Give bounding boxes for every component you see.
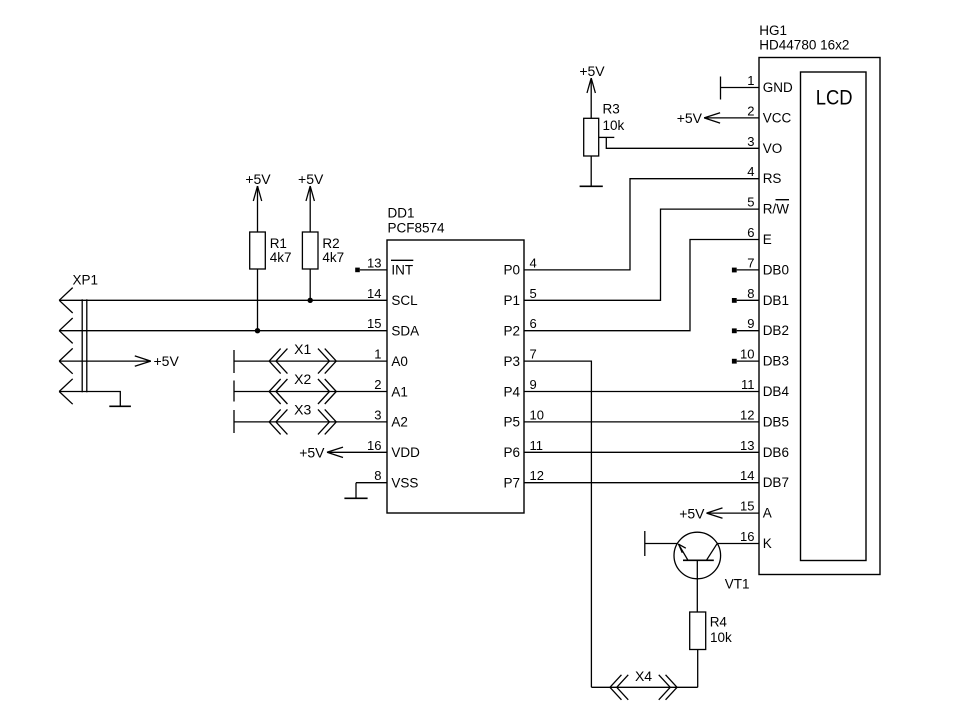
svg-text:DB7: DB7 (763, 475, 789, 490)
svg-text:P3: P3 (503, 354, 520, 369)
svg-text:3: 3 (374, 407, 381, 422)
svg-text:XP1: XP1 (73, 273, 99, 288)
svg-text:8: 8 (747, 286, 754, 301)
svg-text:VCC: VCC (763, 110, 792, 125)
svg-text:X3: X3 (294, 402, 311, 418)
svg-text:X1: X1 (294, 341, 311, 357)
svg-text:A2: A2 (391, 415, 408, 430)
svg-text:DB6: DB6 (763, 445, 789, 460)
svg-text:P0: P0 (503, 263, 520, 278)
svg-text:RS: RS (763, 171, 782, 186)
svg-text:+5V: +5V (299, 445, 325, 461)
svg-text:1: 1 (374, 347, 381, 362)
svg-text:R4: R4 (710, 614, 728, 629)
svg-text:X2: X2 (294, 371, 311, 387)
svg-text:8: 8 (374, 468, 381, 483)
svg-text:DB4: DB4 (763, 384, 790, 399)
svg-text:R/W: R/W (763, 202, 790, 217)
svg-text:10k: 10k (603, 118, 625, 133)
svg-text:VSS: VSS (391, 476, 418, 491)
svg-text:VDD: VDD (391, 445, 420, 460)
svg-text:DB3: DB3 (763, 354, 789, 369)
svg-text:R2: R2 (322, 236, 339, 251)
svg-text:K: K (763, 536, 772, 551)
svg-text:9: 9 (530, 377, 537, 392)
svg-text:R3: R3 (603, 102, 620, 117)
svg-text:A0: A0 (391, 354, 408, 369)
svg-text:+5V: +5V (579, 63, 605, 79)
svg-text:6: 6 (530, 316, 537, 331)
svg-text:11: 11 (530, 438, 544, 453)
svg-text:SDA: SDA (391, 324, 419, 339)
svg-text:6: 6 (747, 225, 754, 240)
svg-text:LCD: LCD (816, 86, 853, 109)
svg-text:4k7: 4k7 (270, 250, 292, 265)
svg-text:1: 1 (747, 73, 754, 88)
svg-text:+5V: +5V (298, 171, 324, 187)
svg-text:15: 15 (740, 499, 754, 514)
svg-text:14: 14 (740, 468, 754, 483)
svg-text:9: 9 (747, 316, 754, 331)
svg-text:13: 13 (367, 255, 381, 270)
svg-text:E: E (763, 232, 772, 247)
svg-text:DB5: DB5 (763, 414, 789, 429)
svg-text:10k: 10k (710, 630, 732, 645)
svg-text:P2: P2 (503, 324, 520, 339)
svg-text:10: 10 (740, 347, 754, 362)
svg-text:13: 13 (740, 438, 754, 453)
svg-text:DD1: DD1 (388, 206, 415, 221)
svg-text:5: 5 (747, 195, 754, 210)
svg-text:HG1: HG1 (759, 23, 787, 38)
svg-text:INT: INT (391, 263, 413, 278)
svg-text:VT1: VT1 (725, 577, 750, 592)
svg-text:P4: P4 (503, 384, 520, 399)
svg-text:+5V: +5V (245, 171, 271, 187)
svg-text:5: 5 (530, 286, 537, 301)
svg-text:P7: P7 (503, 476, 520, 491)
svg-text:2: 2 (374, 377, 381, 392)
svg-text:11: 11 (741, 377, 755, 392)
svg-text:16: 16 (740, 529, 754, 544)
svg-text:7: 7 (530, 347, 537, 362)
svg-text:R1: R1 (270, 236, 287, 251)
svg-text:3: 3 (747, 134, 754, 149)
svg-text:DB0: DB0 (763, 262, 789, 277)
svg-text:10: 10 (530, 407, 544, 422)
svg-text:4k7: 4k7 (322, 250, 344, 265)
svg-text:14: 14 (367, 286, 381, 301)
svg-text:X4: X4 (635, 668, 652, 684)
svg-text:A: A (763, 506, 772, 521)
svg-text:VO: VO (763, 141, 783, 156)
svg-text:P1: P1 (503, 293, 520, 308)
svg-text:4: 4 (747, 164, 754, 179)
svg-text:PCF8574: PCF8574 (388, 221, 446, 236)
svg-text:12: 12 (740, 407, 754, 422)
svg-text:P6: P6 (503, 445, 520, 460)
svg-text:+5V: +5V (677, 110, 703, 126)
svg-text:DB1: DB1 (763, 293, 789, 308)
svg-text:SCL: SCL (391, 293, 418, 308)
svg-text:2: 2 (747, 103, 754, 118)
svg-text:4: 4 (530, 255, 537, 270)
svg-text:15: 15 (367, 316, 381, 331)
svg-text:+5V: +5V (679, 505, 705, 521)
svg-text:7: 7 (747, 255, 754, 270)
svg-text:P5: P5 (503, 415, 520, 430)
svg-text:HD44780 16x2: HD44780 16x2 (759, 37, 849, 52)
svg-text:DB2: DB2 (763, 323, 789, 338)
svg-text:12: 12 (530, 468, 544, 483)
svg-text:GND: GND (763, 80, 793, 95)
svg-text:16: 16 (367, 438, 381, 453)
svg-text:+5V: +5V (154, 353, 180, 369)
svg-text:A1: A1 (391, 384, 408, 399)
